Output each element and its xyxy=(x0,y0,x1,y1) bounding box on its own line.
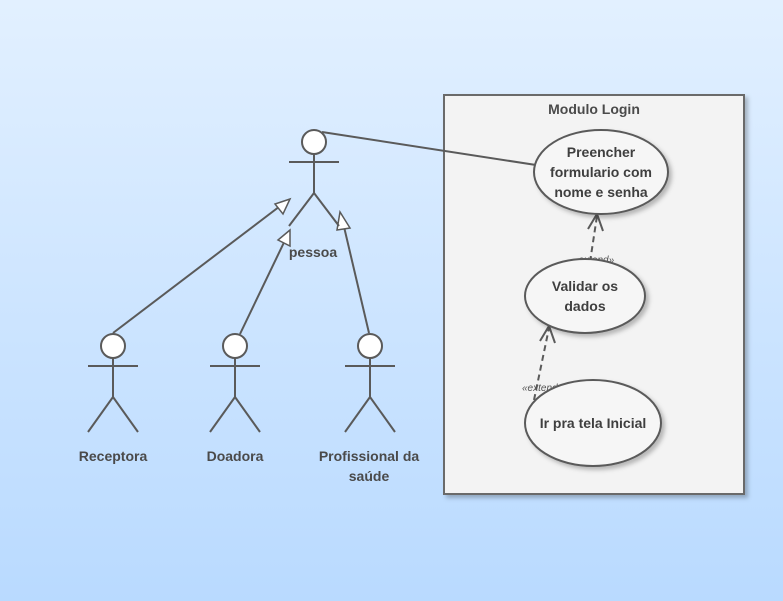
usecase-tela-inicial[interactable]: Ir pra tela Inicial xyxy=(524,379,662,467)
extend-line-validar xyxy=(589,215,598,263)
extend-line-tela-inicial xyxy=(533,327,550,401)
actor-label-pessoa: pessoa xyxy=(289,244,337,260)
actor-profissional[interactable] xyxy=(344,333,396,433)
usecase-label: formulario com xyxy=(550,164,652,180)
usecase-label: dados xyxy=(564,298,605,314)
actor-label-profissional: saúde xyxy=(349,468,390,484)
actor-label-receptora: Receptora xyxy=(79,448,148,464)
usecase-label: Validar os xyxy=(552,278,618,294)
actor-label-profissional: Profissional da xyxy=(319,448,420,464)
generalization-doadora xyxy=(239,231,290,335)
extend-label: «extend» xyxy=(522,383,564,394)
usecase-label: Preencher xyxy=(567,144,636,160)
generalization-arrowhead xyxy=(276,228,291,248)
generalization-arrowhead xyxy=(273,197,292,216)
usecase-validar[interactable]: Validar os dados xyxy=(524,258,646,334)
actor-doadora[interactable] xyxy=(209,333,261,433)
usecase-label: Ir pra tela Inicial xyxy=(540,415,647,431)
generalization-receptora xyxy=(112,199,289,334)
actor-label-doadora: Doadora xyxy=(207,448,264,464)
actor-receptora[interactable] xyxy=(87,333,139,433)
system-title: Modulo Login xyxy=(548,101,640,117)
generalization-profissional xyxy=(340,213,370,334)
generalization-arrowhead xyxy=(336,209,352,231)
association-line xyxy=(321,131,537,166)
actor-pessoa[interactable] xyxy=(288,129,340,227)
usecase-label: nome e senha xyxy=(554,184,648,200)
usecase-preencher[interactable]: Preencher formulario com nome e senha xyxy=(533,129,669,215)
